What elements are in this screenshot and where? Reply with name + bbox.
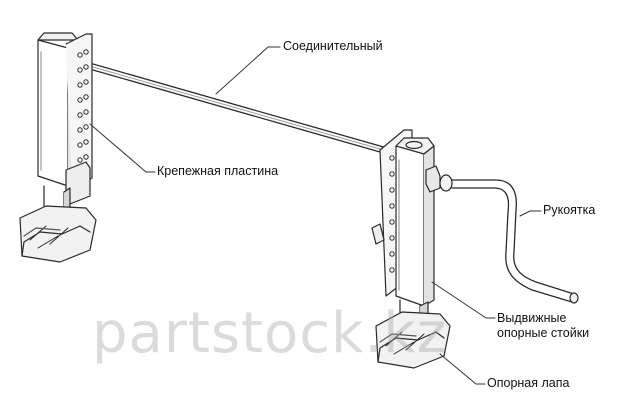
connecting-shaft [85,61,395,157]
right-leg [371,129,453,369]
watermark: partstock.kz [92,301,448,366]
label-legs-line1: Выдвижные [497,311,567,325]
label-mounting-plate: Крепежная пластина [157,164,279,178]
crank-handle [451,179,579,304]
left-leg [19,32,97,263]
label-support-foot: Опорная лапа [487,376,570,390]
label-connecting-shaft: Соединительный [283,39,383,53]
label-crank-handle: Рукоятка [543,203,596,217]
leader-lines [89,46,542,385]
label-legs-line2: опорные стойки [497,326,590,340]
label-extendable-legs: Выдвижные опорные стойки [497,311,627,341]
